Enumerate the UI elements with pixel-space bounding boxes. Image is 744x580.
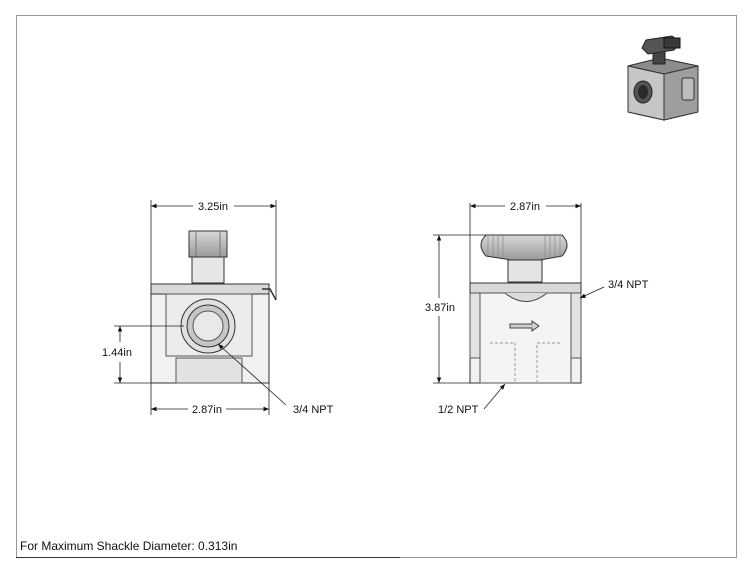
isometric-preview-image <box>627 35 699 121</box>
side-port-callout-bottom: 1/2 NPT <box>438 404 479 416</box>
front-width-overall-label: 3.25in <box>198 201 228 213</box>
front-port-callout: 3/4 NPT <box>293 404 334 416</box>
side-view <box>469 234 582 384</box>
side-width-body-label: 2.87in <box>510 201 540 213</box>
sheet-border <box>16 15 737 558</box>
side-dimensions <box>433 203 605 410</box>
front-view <box>150 230 277 384</box>
side-height-overall-label: 3.87in <box>425 302 455 314</box>
front-width-body-label: 2.87in <box>192 404 222 416</box>
front-dimensions <box>114 200 287 415</box>
front-port-height-label: 1.44in <box>102 347 132 359</box>
side-port-callout-top: 3/4 NPT <box>608 279 649 291</box>
shackle-note: For Maximum Shackle Diameter: 0.313in <box>20 539 237 553</box>
